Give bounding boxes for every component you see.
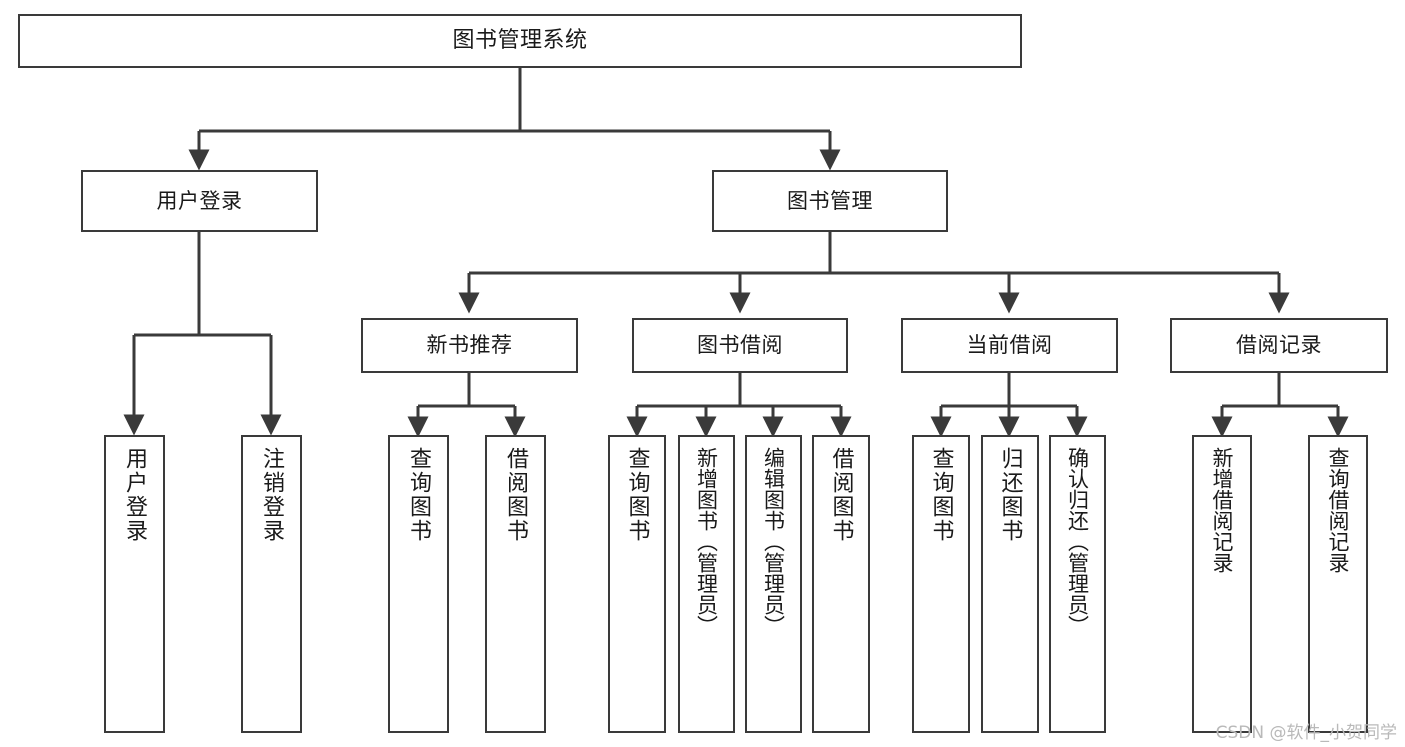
node-new-book-recommend-label: 新书推荐 xyxy=(426,333,513,358)
node-leaf-edit-book[interactable]: 编辑图书（管理员） xyxy=(745,435,802,733)
watermark-text: CSDN @软件_小贺同学 xyxy=(1215,723,1397,743)
node-leaf-query-book-1[interactable]: 查询图书 xyxy=(388,435,449,733)
node-leaf-query-record[interactable]: 查询借阅记录 xyxy=(1308,435,1368,733)
node-leaf-edit-book-label: 编辑图书（管理员） xyxy=(761,447,786,636)
node-book-manage-label: 图书管理 xyxy=(787,188,873,213)
node-leaf-query-book-2-label: 查询图书 xyxy=(624,447,650,543)
node-user-login[interactable]: 用户登录 xyxy=(81,170,318,232)
node-leaf-borrow-book-2[interactable]: 借阅图书 xyxy=(812,435,870,733)
node-leaf-return-book-label: 归还图书 xyxy=(997,447,1023,543)
node-leaf-query-book-3-label: 查询图书 xyxy=(928,447,954,543)
node-leaf-return-book[interactable]: 归还图书 xyxy=(981,435,1039,733)
node-leaf-add-book-label: 新增图书（管理员） xyxy=(694,447,719,636)
node-leaf-logout-label: 注销登录 xyxy=(259,447,285,543)
node-leaf-query-book-1-label: 查询图书 xyxy=(406,447,432,543)
node-leaf-borrow-book-2-label: 借阅图书 xyxy=(828,447,854,543)
node-root[interactable]: 图书管理系统 xyxy=(18,14,1022,68)
node-book-borrow-label: 图书借阅 xyxy=(697,333,783,358)
node-leaf-user-login-label: 用户登录 xyxy=(122,447,148,543)
node-new-book-recommend[interactable]: 新书推荐 xyxy=(361,318,578,373)
node-borrow-record-label: 借阅记录 xyxy=(1236,333,1322,358)
node-leaf-query-book-3[interactable]: 查询图书 xyxy=(912,435,970,733)
node-root-label: 图书管理系统 xyxy=(452,28,588,54)
node-leaf-add-record[interactable]: 新增借阅记录 xyxy=(1192,435,1252,733)
node-leaf-add-book[interactable]: 新增图书（管理员） xyxy=(678,435,735,733)
node-leaf-add-record-label: 新增借阅记录 xyxy=(1210,447,1235,573)
node-leaf-user-login[interactable]: 用户登录 xyxy=(104,435,165,733)
node-current-borrow[interactable]: 当前借阅 xyxy=(901,318,1118,373)
node-user-login-label: 用户登录 xyxy=(156,188,243,213)
node-leaf-logout[interactable]: 注销登录 xyxy=(241,435,302,733)
node-leaf-borrow-book-1[interactable]: 借阅图书 xyxy=(485,435,546,733)
node-current-borrow-label: 当前借阅 xyxy=(966,333,1053,358)
node-leaf-borrow-book-1-label: 借阅图书 xyxy=(503,447,529,543)
node-book-borrow[interactable]: 图书借阅 xyxy=(632,318,848,373)
node-borrow-record[interactable]: 借阅记录 xyxy=(1170,318,1388,373)
node-leaf-confirm-return-label: 确认归还（管理员） xyxy=(1065,447,1090,636)
node-leaf-query-book-2[interactable]: 查询图书 xyxy=(608,435,666,733)
node-book-manage[interactable]: 图书管理 xyxy=(712,170,948,232)
node-leaf-query-record-label: 查询借阅记录 xyxy=(1326,447,1351,573)
node-leaf-confirm-return[interactable]: 确认归还（管理员） xyxy=(1049,435,1106,733)
